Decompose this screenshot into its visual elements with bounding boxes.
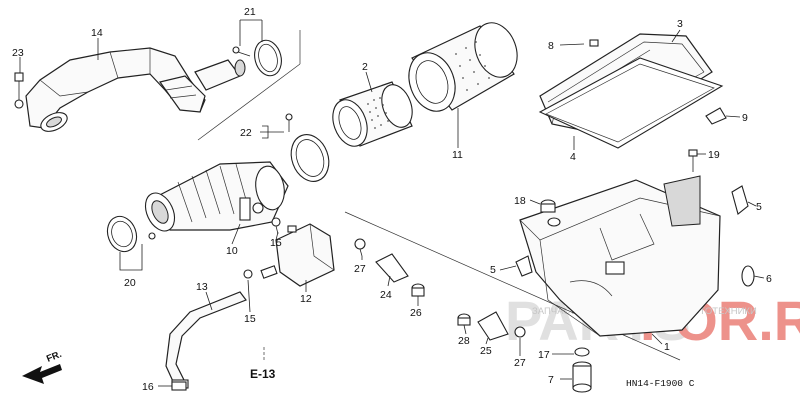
part-4-seal bbox=[538, 57, 724, 149]
part-18-grommet bbox=[540, 199, 561, 227]
callout-5-right: 5 bbox=[756, 201, 762, 213]
part-2-filter-element bbox=[332, 81, 413, 147]
part-22-band bbox=[285, 113, 330, 182]
callout-15-upper: 15 bbox=[270, 237, 282, 249]
part-15-bolt-upper bbox=[271, 217, 281, 235]
callout-20: 20 bbox=[124, 277, 136, 289]
callout-17: 17 bbox=[538, 349, 550, 361]
callout-6: 6 bbox=[766, 273, 772, 285]
callout-24: 24 bbox=[380, 289, 392, 301]
callout-26: 26 bbox=[410, 307, 422, 319]
callout-1: 1 bbox=[664, 341, 670, 353]
callout-16: 16 bbox=[142, 381, 154, 393]
callout-2: 2 bbox=[362, 61, 368, 73]
callout-7: 7 bbox=[548, 374, 554, 386]
part-11-foam-filter bbox=[408, 22, 518, 112]
part-7-drain-plug bbox=[572, 361, 592, 393]
reference-e13: E-13 bbox=[250, 367, 276, 381]
callout-22: 22 bbox=[240, 127, 252, 139]
part-1-cleaner-case bbox=[519, 175, 721, 337]
part-13-drain-tube bbox=[165, 269, 253, 389]
front-arrow-label: FR. bbox=[45, 349, 63, 365]
callout-15-lower: 15 bbox=[244, 313, 256, 325]
part-6-clamp bbox=[741, 265, 755, 287]
callout-18: 18 bbox=[514, 195, 526, 207]
part-12-resonator bbox=[260, 223, 335, 287]
part-23-clip bbox=[14, 72, 24, 109]
part-27-bolt-upper bbox=[354, 238, 366, 257]
callout-19: 19 bbox=[708, 149, 720, 161]
callout-labels: 2 3 4 5 5 6 7 8 9 10 11 12 13 14 15 15 1… bbox=[12, 6, 772, 393]
part-17-clip bbox=[574, 347, 590, 357]
part-19-screw bbox=[688, 149, 698, 172]
part-20-band bbox=[106, 215, 156, 253]
divider-lines bbox=[197, 30, 681, 361]
diagram-code: HN14-F1900 C bbox=[626, 378, 695, 389]
callout-21: 21 bbox=[244, 6, 256, 18]
part-9-clip bbox=[705, 107, 727, 125]
part-28-grommet bbox=[457, 313, 471, 326]
callout-28: 28 bbox=[458, 335, 470, 347]
part-24-stay bbox=[375, 253, 409, 283]
callout-13: 13 bbox=[196, 281, 208, 293]
part-10-connecting-tube bbox=[144, 161, 289, 232]
part-21-band bbox=[232, 39, 282, 77]
callout-8: 8 bbox=[548, 40, 554, 52]
part-14-intake-duct bbox=[25, 47, 206, 132]
bracket-22 bbox=[262, 125, 269, 139]
part-27-bolt-lower bbox=[514, 326, 526, 338]
callout-3: 3 bbox=[677, 18, 683, 30]
duct-joint-piece bbox=[194, 59, 246, 91]
callout-10: 10 bbox=[226, 245, 238, 257]
part-5-clip-right bbox=[731, 185, 749, 215]
callout-12: 12 bbox=[300, 293, 312, 305]
front-arrow: FR. bbox=[22, 349, 63, 384]
callout-27-lower: 27 bbox=[514, 357, 526, 369]
part-5-clip-left bbox=[515, 255, 533, 277]
callout-14: 14 bbox=[91, 27, 103, 39]
callout-23: 23 bbox=[12, 47, 24, 59]
part-26-grommet bbox=[411, 283, 425, 297]
callout-9: 9 bbox=[742, 112, 748, 124]
leader-lines bbox=[19, 19, 765, 387]
callout-5-left: 5 bbox=[490, 264, 496, 276]
part-16-clip bbox=[171, 381, 187, 391]
part-25-stay bbox=[477, 311, 509, 341]
callout-4: 4 bbox=[570, 151, 576, 163]
callout-25: 25 bbox=[480, 345, 492, 357]
callout-11: 11 bbox=[452, 149, 463, 161]
callout-27-upper: 27 bbox=[354, 263, 366, 275]
